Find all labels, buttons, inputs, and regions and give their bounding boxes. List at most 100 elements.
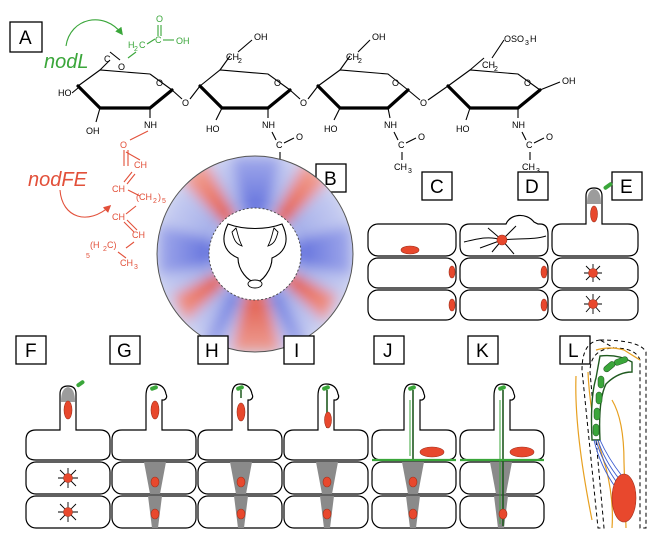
svg-text:O: O [274, 78, 281, 88]
svg-text:C: C [526, 140, 533, 150]
nucleus-icon [590, 205, 598, 223]
svg-text:(CH: (CH [136, 192, 152, 202]
svg-text:OH: OH [86, 126, 100, 136]
nucleus-icon [611, 473, 637, 523]
panel-f: F [15, 335, 111, 529]
panel-b: B [156, 155, 354, 353]
svg-text:CH: CH [346, 52, 359, 62]
panel-k: K [459, 335, 545, 529]
svg-text:5: 5 [86, 253, 90, 260]
bacteria-icon [150, 385, 158, 391]
panel-label-d: D [525, 177, 539, 198]
panel-l: L [559, 335, 647, 529]
gene-nodL: nodL [44, 51, 89, 73]
svg-text:CH: CH [226, 52, 239, 62]
svg-text:CH: CH [482, 60, 495, 70]
cell-wall [595, 347, 641, 361]
svg-text:C: C [398, 140, 405, 150]
panel-a: A nodL O H 2 C C OH [9, 14, 576, 271]
nucleus-icon [588, 268, 598, 278]
svg-text:CH: CH [112, 184, 125, 194]
svg-text:O: O [392, 78, 399, 88]
svg-text:O: O [300, 98, 307, 108]
panel-e: E [551, 171, 643, 321]
nucleus-icon [448, 298, 456, 312]
svg-text:CH: CH [120, 258, 133, 268]
svg-text:NH: NH [144, 120, 157, 130]
svg-text:3: 3 [134, 264, 138, 271]
svg-text:CH: CH [522, 162, 535, 172]
cell-membrane [598, 339, 647, 529]
bacteria-group [592, 356, 629, 437]
panel-label-k: K [476, 341, 489, 362]
svg-text:CH: CH [112, 212, 125, 222]
nucleus-icon [448, 265, 456, 279]
svg-text:C: C [155, 35, 162, 45]
svg-text:HO: HO [456, 124, 470, 134]
svg-text:O: O [418, 132, 425, 142]
svg-text:OSO: OSO [504, 34, 524, 44]
fatty-acid-chain: O CH CH (CH 2 ) 5 CH CH (H 2 C) 5 CH 3 [86, 130, 166, 271]
svg-text:C): C) [107, 240, 117, 250]
svg-text:3: 3 [525, 40, 529, 47]
phloem-right [267, 227, 279, 247]
svg-text:2: 2 [103, 246, 107, 253]
phloem-left [231, 227, 243, 247]
svg-text:O: O [182, 98, 189, 108]
svg-text:C: C [139, 40, 146, 50]
panel-label-a-box [9, 21, 43, 53]
panel-j: J [371, 335, 457, 529]
svg-text:CH: CH [394, 162, 407, 172]
svg-text:2: 2 [494, 66, 498, 73]
chitin-backbone: O O O O O O O HO C O OH NH [58, 32, 576, 175]
svg-text:O: O [420, 98, 427, 108]
svg-text:H: H [530, 34, 537, 44]
panel-d: D [459, 171, 549, 321]
cortex-cell-1 [459, 257, 549, 289]
svg-text:OH: OH [372, 32, 386, 42]
nucleus-icon [150, 400, 160, 420]
nucleus-icon [540, 265, 548, 279]
nodFE-arrow-icon [59, 189, 112, 218]
panel-g: G [109, 335, 197, 529]
svg-text:O: O [118, 62, 125, 72]
svg-text:NH: NH [512, 120, 525, 130]
bacteria-icon [76, 380, 85, 388]
panel-label-f: F [25, 341, 37, 362]
svg-text:3: 3 [408, 168, 412, 175]
panel-label-i: I [294, 341, 299, 362]
svg-text:2: 2 [358, 58, 362, 65]
svg-text:2: 2 [153, 198, 157, 205]
xylem-triarch [223, 223, 287, 283]
panel-label-e: E [620, 177, 633, 198]
nucleus-icon [496, 234, 508, 246]
panel-label-j: J [383, 341, 393, 362]
svg-text:O: O [296, 132, 303, 142]
nodL-arrow-icon [65, 19, 123, 47]
svg-text:HO: HO [324, 124, 338, 134]
microtubule-icon [593, 439, 623, 489]
svg-text:OH: OH [562, 76, 576, 86]
svg-text:CH: CH [132, 230, 145, 240]
phloem-bottom [247, 279, 263, 289]
svg-text:O: O [156, 14, 163, 24]
panel-label-c: C [430, 177, 444, 198]
svg-text:H: H [128, 40, 135, 50]
panel-i: I [283, 335, 369, 529]
acetyl-group: O H 2 C C OH [127, 14, 190, 59]
svg-text:O: O [120, 140, 127, 150]
svg-text:(H: (H [90, 240, 100, 250]
nucleus-icon [540, 298, 548, 312]
svg-text:C: C [276, 140, 283, 150]
gene-nodFE: nodFE [28, 169, 88, 191]
panel-h: H [197, 335, 283, 529]
epidermis-cell [367, 223, 457, 257]
panel-label-h: H [205, 341, 219, 362]
svg-text:NH: NH [384, 120, 397, 130]
panel-label-l: L [568, 341, 579, 362]
bacteria-icon [603, 182, 613, 190]
svg-text:5: 5 [162, 198, 166, 205]
svg-text:O: O [546, 132, 553, 142]
svg-text:O: O [156, 78, 163, 88]
